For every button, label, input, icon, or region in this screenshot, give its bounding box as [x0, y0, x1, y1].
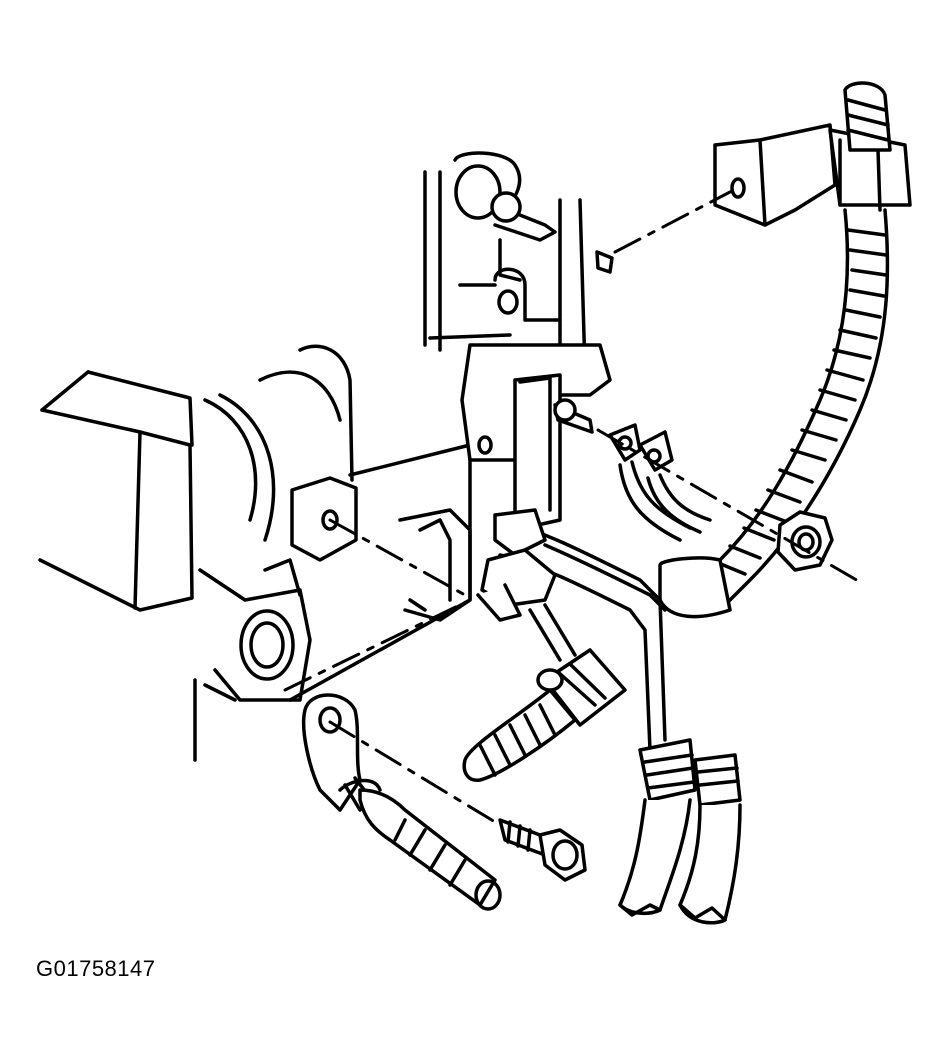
figure-id-label: G01758147	[36, 956, 156, 981]
twin-terminal-leads	[608, 423, 712, 542]
rear-connectors	[618, 738, 742, 925]
retaining-nut	[776, 510, 834, 572]
alignment-lines	[283, 190, 862, 827]
ground-lead-eyelet	[301, 693, 502, 911]
harness-tubes	[476, 508, 667, 752]
engine-block	[38, 344, 472, 762]
bellowed-connector	[462, 648, 627, 782]
mounting-bolt	[498, 818, 587, 882]
upper-pillar	[423, 151, 587, 372]
bracket-stud	[553, 250, 614, 434]
